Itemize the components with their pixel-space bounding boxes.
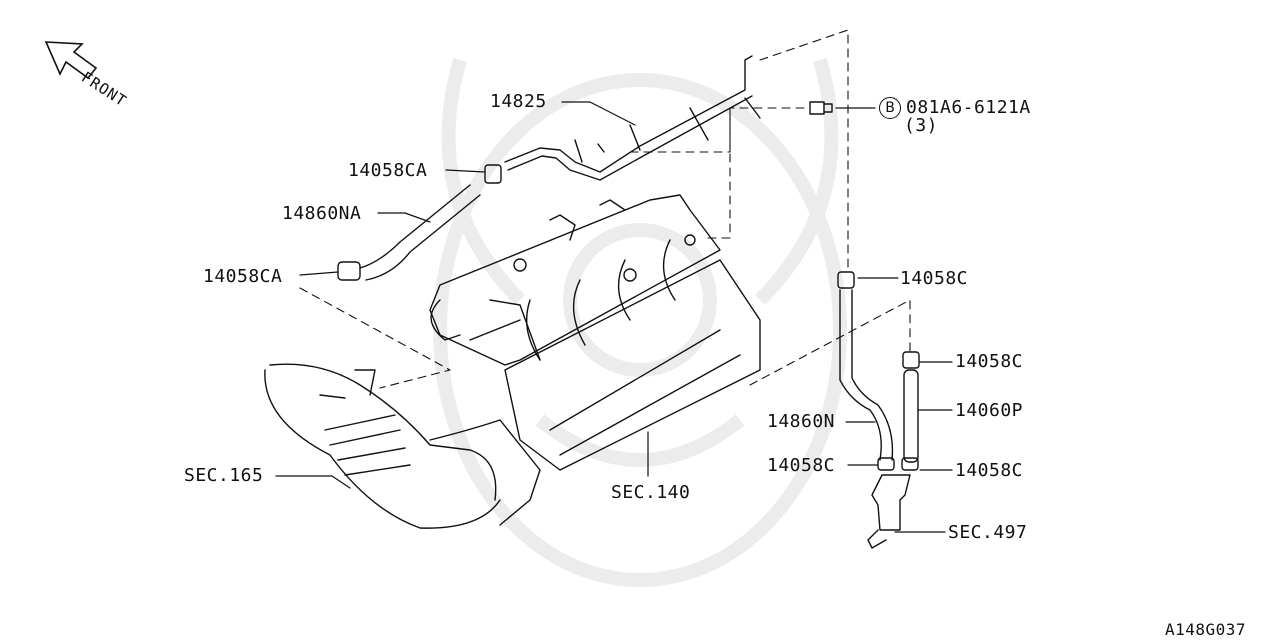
valve-sec497[interactable] [867,474,911,549]
clamp-14058ca-lower[interactable] [337,261,361,281]
clamp-14058c-top[interactable] [837,271,855,289]
part-label-14058c-left[interactable]: 14058C [767,455,836,476]
part-label-14825[interactable]: 14825 [490,91,547,112]
hose-14060p[interactable] [903,369,919,463]
clamp-14058c-left[interactable] [877,457,895,471]
part-label-14860na[interactable]: 14860NA [282,203,362,224]
hose-14860na[interactable] [359,184,481,281]
bolt-081a6-6121a[interactable] [809,101,833,115]
part-label-14058ca-lower[interactable]: 14058CA [203,266,283,287]
dashed-reference-lines [299,29,911,389]
part-label-14058c-top[interactable]: 14058C [900,268,969,289]
part-label-14058c-mid[interactable]: 14058C [955,351,1024,372]
figure-code: A148G037 [1165,620,1247,639]
clamp-14058ca-upper[interactable] [484,164,502,184]
front-arrow-icon [44,41,98,80]
part-label-bolt[interactable]: 081A6-6121A [906,97,1031,118]
hose-14860n[interactable] [839,289,894,461]
pipe-14825[interactable] [504,55,761,181]
part-label-sec140[interactable]: SEC.140 [611,482,691,503]
part-label-14060p[interactable]: 14060P [955,400,1024,421]
air-duct-sec165[interactable] [264,363,541,529]
part-label-sec165[interactable]: SEC.165 [184,465,264,486]
part-quantity: (3) [904,115,939,136]
part-label-14860n[interactable]: 14860N [767,411,836,432]
intake-manifold[interactable] [429,194,761,471]
part-label-14058ca-upper[interactable]: 14058CA [348,160,428,181]
clamp-14058c-mid[interactable] [902,351,920,369]
part-label-sec497[interactable]: SEC.497 [948,522,1028,543]
bolt-symbol-icon: B [879,97,901,119]
clamp-14058c-right[interactable] [901,457,919,471]
part-label-14058c-right[interactable]: 14058C [955,460,1024,481]
leader-lines [275,101,953,533]
